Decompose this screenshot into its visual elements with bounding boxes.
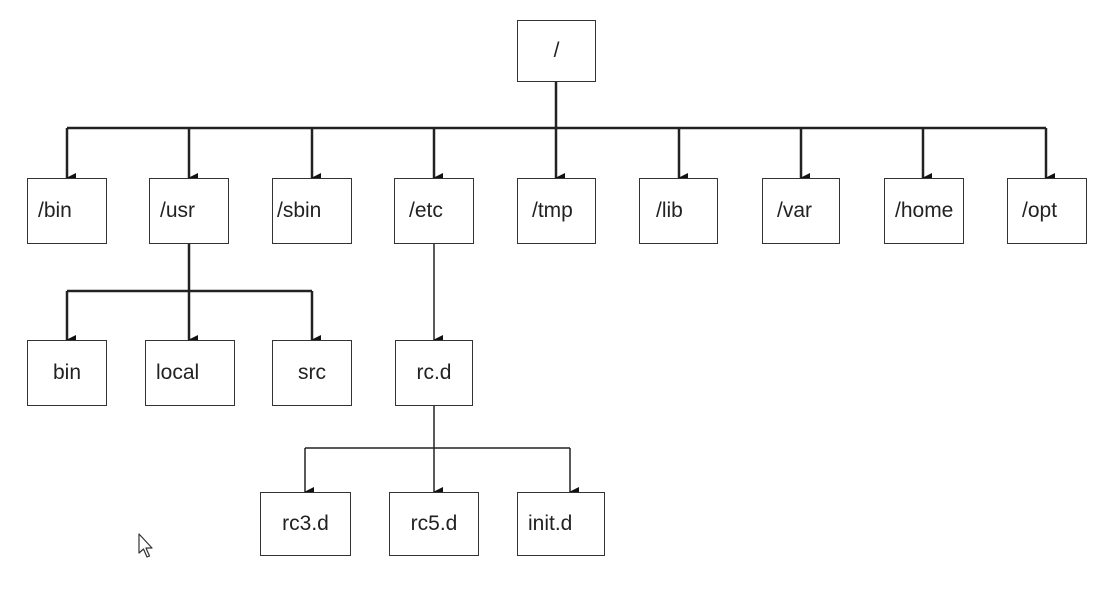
node-var-label: /var bbox=[777, 199, 813, 222]
node-rc3d: rc3.d bbox=[260, 492, 351, 556]
node-usr-bin-label: bin bbox=[52, 361, 82, 384]
node-tmp: /tmp bbox=[517, 178, 596, 244]
node-rc5d: rc5.d bbox=[389, 492, 479, 556]
node-usr-label: /usr bbox=[160, 199, 196, 222]
mouse-pointer-icon bbox=[138, 533, 153, 558]
node-lib: /lib bbox=[639, 178, 718, 244]
node-home: /home bbox=[884, 178, 964, 244]
node-home-label: /home bbox=[895, 199, 954, 222]
node-lib-label: /lib bbox=[656, 199, 683, 222]
node-etc-label: /etc bbox=[409, 199, 443, 222]
node-sbin-label: /sbin bbox=[277, 199, 322, 222]
node-bin-label: /bin bbox=[38, 199, 72, 222]
node-usr-src: src bbox=[272, 340, 352, 406]
node-etc: /etc bbox=[394, 178, 474, 244]
node-rcd: rc.d bbox=[395, 340, 473, 406]
node-usr-src-label: src bbox=[298, 361, 326, 384]
node-usr-local: local bbox=[145, 340, 235, 406]
node-rcd-label: rc.d bbox=[416, 361, 452, 384]
node-bin: /bin bbox=[27, 178, 107, 244]
node-usr-bin: bin bbox=[27, 340, 107, 406]
node-sbin: /sbin bbox=[272, 178, 352, 244]
node-initd: init.d bbox=[517, 492, 605, 556]
node-root: / bbox=[517, 20, 596, 82]
node-usr-local-label: local bbox=[156, 361, 200, 384]
node-rc3d-label: rc3.d bbox=[282, 512, 329, 535]
node-rc5d-label: rc5.d bbox=[410, 512, 458, 535]
node-usr: /usr bbox=[149, 178, 229, 244]
node-var: /var bbox=[762, 178, 840, 244]
node-opt-label: /opt bbox=[1022, 199, 1058, 222]
node-root-label: / bbox=[553, 39, 560, 62]
node-tmp-label: /tmp bbox=[532, 199, 573, 222]
node-initd-label: init.d bbox=[528, 512, 573, 535]
node-opt: /opt bbox=[1007, 178, 1087, 244]
